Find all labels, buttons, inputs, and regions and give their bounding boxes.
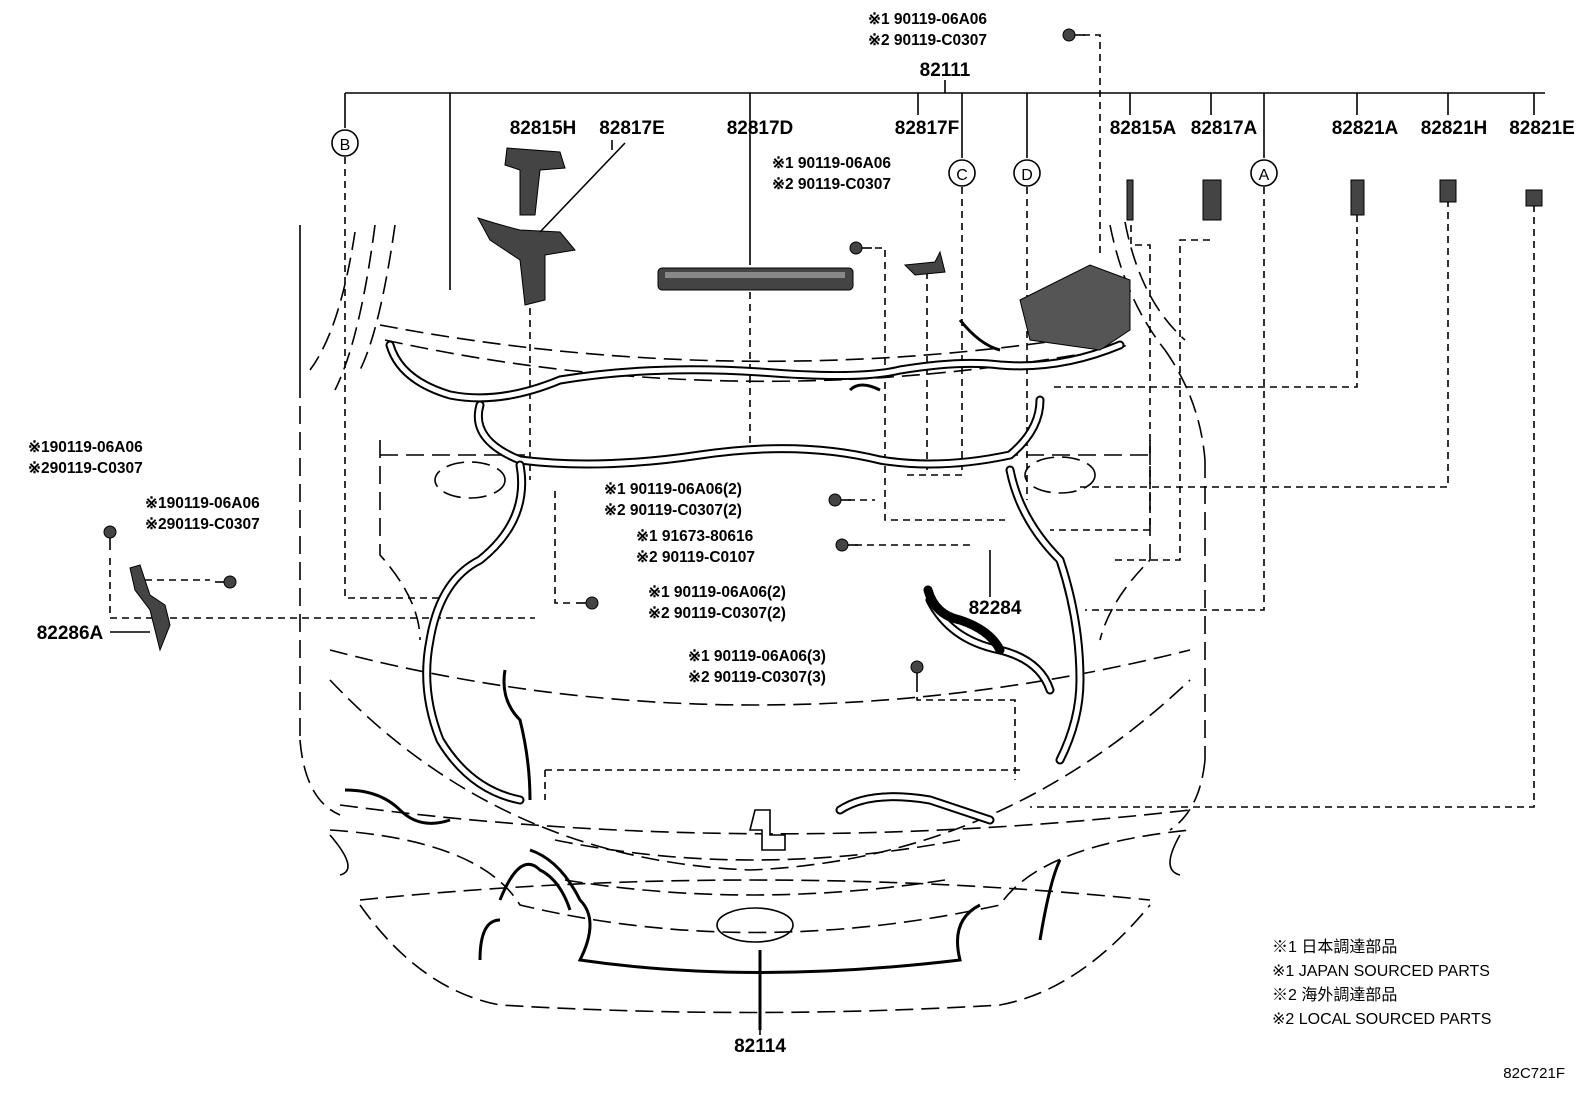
relay-block <box>1019 264 1131 351</box>
marker-a-label: A <box>1259 167 1270 184</box>
label-82817e: 82817E <box>599 118 665 139</box>
wire-harness-runs <box>344 319 1125 1030</box>
fastener-c4-2: ※2 90119-C0307(2) <box>648 605 786 622</box>
fastener-c5-1: ※1 90119-06A06(3) <box>688 648 826 665</box>
label-82817f: 82817F <box>895 118 959 139</box>
marker-d-label: D <box>1021 167 1033 184</box>
label-82821e: 82821E <box>1509 118 1575 139</box>
bolt-icon <box>849 241 872 255</box>
fastener-c3-2: ※2 90119-C0107 <box>636 549 755 566</box>
fastener-left2-1: ※190119-06A06 <box>145 495 260 512</box>
fastener-left2-2: ※290119-C0307 <box>145 516 260 533</box>
clip-82821e <box>1525 189 1543 207</box>
label-82111: 82111 <box>920 60 971 81</box>
bracket-82817e <box>476 217 576 306</box>
bolt-icon <box>576 596 599 610</box>
protector-82817d <box>657 267 854 291</box>
legend-line-3: ※2 海外調達部品 <box>1272 986 1397 1004</box>
label-82114: 82114 <box>734 1036 786 1057</box>
vehicle-body-outline <box>299 221 1206 1014</box>
clip-82821a <box>1350 179 1365 216</box>
fastener-c3-1: ※1 91673-80616 <box>636 528 754 545</box>
marker-b: B <box>331 129 359 157</box>
legend-line-1: ※1 日本調達部品 <box>1272 938 1397 956</box>
clamp-82815h <box>504 147 566 216</box>
label-82815a: 82815A <box>1110 118 1177 139</box>
marker-b-label: B <box>340 137 351 154</box>
label-82284: 82284 <box>969 598 1022 619</box>
bolt-icon <box>910 660 924 685</box>
drawing-code: 82C721F <box>1503 1065 1565 1082</box>
clip-82817a <box>1202 179 1222 221</box>
fastener-top-1: ※1 90119-06A06 <box>868 11 987 28</box>
marker-a: A <box>1250 159 1278 187</box>
legend-line-4: ※2 LOCAL SOURCED PARTS <box>1272 1011 1491 1028</box>
parts <box>103 28 1543 685</box>
bolt-icon <box>828 493 851 507</box>
fastener-c5-2: ※2 90119-C0307(3) <box>688 669 826 686</box>
marker-c: C <box>948 159 976 187</box>
label-82821h: 82821H <box>1421 118 1488 139</box>
legend-line-2: ※1 JAPAN SOURCED PARTS <box>1272 963 1490 980</box>
bolt-icon <box>835 538 858 552</box>
fastener-left1-1: ※190119-06A06 <box>28 439 143 456</box>
label-82817d: 82817D <box>727 118 794 139</box>
fastener-mid-1: ※1 90119-06A06 <box>772 155 891 172</box>
fastener-left1-2: ※290119-C0307 <box>28 460 143 477</box>
bolt-icon <box>103 525 117 550</box>
fastener-c2-1: ※1 90119-06A06(2) <box>604 481 742 498</box>
bolt-icon <box>1062 28 1085 42</box>
harness-82284 <box>923 585 1005 655</box>
label-82817a: 82817A <box>1191 118 1258 139</box>
legend: ※1 日本調達部品 ※1 JAPAN SOURCED PARTS ※2 海外調達… <box>1272 938 1491 1028</box>
marker-d: D <box>1013 159 1041 187</box>
fastener-top-2: ※2 90119-C0307 <box>868 32 987 49</box>
label-82286a: 82286A <box>37 623 104 644</box>
clip-82815a <box>1126 179 1134 221</box>
fastener-c4-1: ※1 90119-06A06(2) <box>648 584 786 601</box>
dashed-leaders <box>109 34 1535 808</box>
main-harness-leader <box>344 80 1545 290</box>
fastener-mid-2: ※2 90119-C0307 <box>772 176 891 193</box>
marker-c-label: C <box>956 167 968 184</box>
harness-82286a <box>129 564 171 652</box>
clip-82817f <box>903 250 946 276</box>
bolt-icon <box>215 575 237 589</box>
clip-82821h <box>1439 179 1457 203</box>
fastener-c2-2: ※2 90119-C0307(2) <box>604 502 742 519</box>
label-82815h: 82815H <box>510 118 577 139</box>
label-82821a: 82821A <box>1332 118 1399 139</box>
